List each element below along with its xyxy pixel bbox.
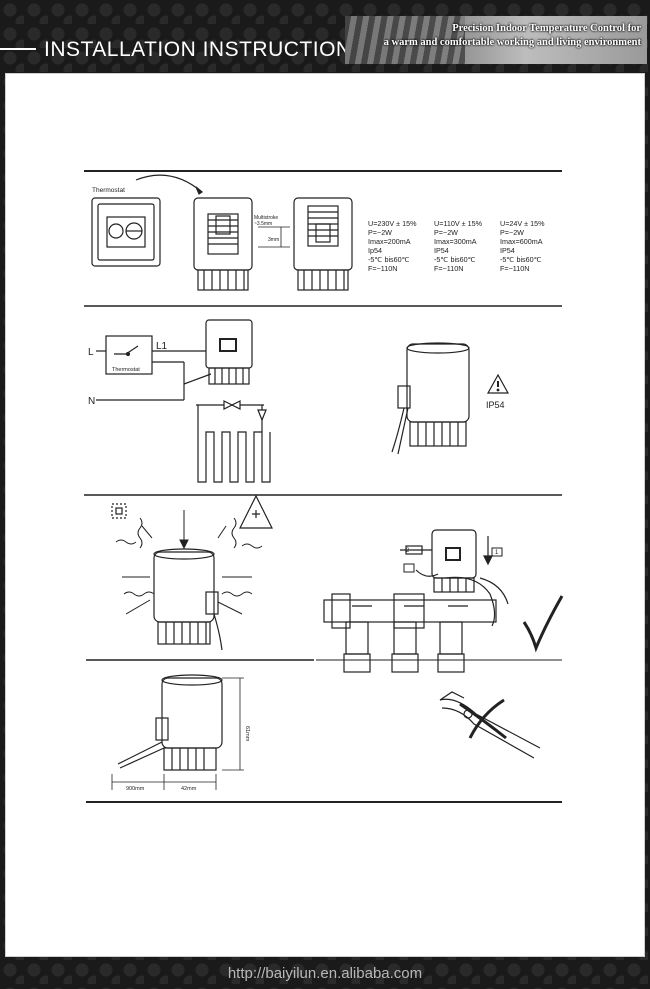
dimension-lines — [111, 677, 244, 790]
ip-rating-label: IP54 — [486, 400, 505, 410]
svg-text:F=~110N: F=~110N — [500, 264, 529, 273]
svg-text:U=110V ± 15%: U=110V ± 15% — [434, 219, 483, 228]
environment-actuator — [153, 548, 223, 651]
svg-text:Imax=200mA: Imax=200mA — [368, 237, 411, 246]
dim-width-label: 42mm — [181, 786, 197, 792]
step-2-label: 2 — [406, 548, 410, 554]
svg-text:P=~2W: P=~2W — [368, 228, 392, 237]
dim-height-label: 61mm — [244, 726, 250, 742]
header-banner: Precision Indoor Temperature Control for… — [345, 16, 647, 64]
heat-symbol-icon — [111, 503, 127, 519]
footer-url: http://baiyilun.en.alibaba.com — [227, 965, 423, 982]
stroke-dim: 3mm — [268, 237, 279, 243]
cross-out-icon — [459, 702, 507, 740]
spec-column-110v: U=110V ± 15% P=~2W Imax=300mA IP54 -5℃ b… — [434, 219, 483, 273]
hazard-triangle-icon — [239, 494, 273, 529]
thermostat-illustration — [91, 197, 161, 267]
svg-text:-5℃ bis60℃: -5℃ bis60℃ — [500, 255, 542, 264]
wiring-l1-label: L1 — [156, 341, 168, 352]
spec-column-230v: U=230V ± 15% P=~2W Imax=200mA Ip54 -5℃ b… — [368, 219, 417, 273]
stroke-value: ~3.5mm — [254, 221, 272, 227]
instruction-sheet: Thermostat Multistroke ~3.5mm 3mm U=230V… — [5, 73, 645, 957]
dimension-actuator — [117, 674, 223, 771]
svg-text:F=~110N: F=~110N — [434, 264, 463, 273]
step-1-label: 1 — [495, 550, 499, 556]
manifold-illustration — [323, 593, 497, 673]
svg-text:-5℃ bis60℃: -5℃ bis60℃ — [434, 255, 476, 264]
dim-cable-label: 900mm — [126, 786, 145, 792]
svg-text:Imax=300mA: Imax=300mA — [434, 237, 477, 246]
svg-text:F=~110N: F=~110N — [368, 264, 397, 273]
svg-text:-5℃ bis60℃: -5℃ bis60℃ — [368, 255, 410, 264]
banner-pipe-image — [345, 16, 465, 64]
banner-tagline-line1: Precision Indoor Temperature Control for — [452, 23, 641, 34]
spec-column-24v: U=24V ± 15% P=~2W Imax=600mA IP54 -5℃ bi… — [500, 219, 545, 273]
heat-waves — [115, 510, 263, 615]
svg-text:Ip54: Ip54 — [368, 246, 382, 255]
svg-text:U=230V ± 15%: U=230V ± 15% — [368, 219, 417, 228]
installation-diagram: Thermostat Multistroke ~3.5mm 3mm U=230V… — [84, 170, 564, 803]
wiring-n-label: N — [88, 396, 95, 407]
wiring-diagram — [96, 335, 212, 401]
actuator-cross-section-open — [293, 197, 353, 291]
page-title: INSTALLATION INSTRUCTIONS — [44, 38, 367, 61]
page-header: INSTALLATION INSTRUCTIONS Precision Indo… — [0, 0, 650, 72]
svg-text:P=~2W: P=~2W — [500, 228, 524, 237]
wiring-thermostat-label: Thermostat — [112, 367, 140, 373]
header-accent-line — [0, 48, 36, 50]
wiring-l-label: L — [88, 347, 94, 358]
warning-triangle-icon — [486, 373, 510, 394]
cross-out-icon — [468, 698, 505, 739]
ip54-actuator — [391, 342, 470, 455]
svg-text:P=~2W: P=~2W — [434, 228, 458, 237]
arrow-thermostat-to-actuator — [135, 174, 203, 193]
banner-tagline-line2: a warm and comfortable working and livin… — [383, 37, 641, 48]
svg-text:IP54: IP54 — [500, 246, 515, 255]
svg-text:Imax=600mA: Imax=600mA — [500, 237, 543, 246]
wiring-actuator — [205, 319, 253, 385]
checkmark-icon — [522, 595, 564, 653]
floor-heating-loops — [196, 400, 271, 483]
svg-text:IP54: IP54 — [434, 246, 449, 255]
svg-text:U=24V ± 15%: U=24V ± 15% — [500, 219, 545, 228]
stroke-label: Multistroke — [254, 215, 278, 221]
actuator-cross-section-closed — [193, 197, 253, 291]
mounting-actuator — [400, 529, 509, 627]
thermostat-label: Thermostat — [92, 187, 125, 194]
